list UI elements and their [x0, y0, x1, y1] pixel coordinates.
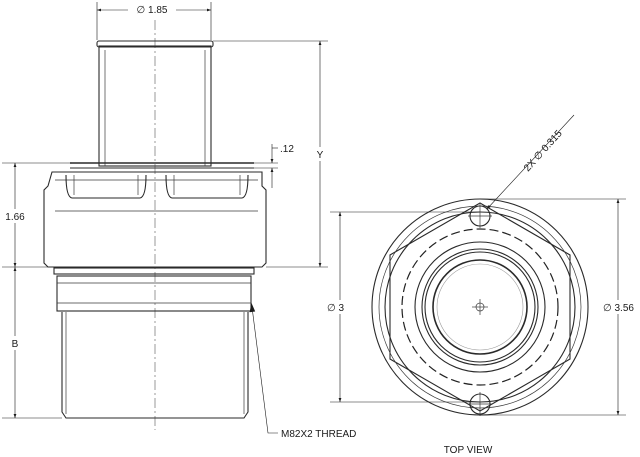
label-thread: M82X2 THREAD — [281, 429, 356, 440]
body — [43, 171, 267, 268]
thread-section — [56, 275, 252, 312]
label-dia-3: ∅ 3 — [327, 303, 344, 314]
label-height-b: B — [12, 339, 19, 350]
label-dia-top: ∅ 1.85 — [137, 5, 168, 16]
thread-shoulder — [53, 267, 255, 275]
label-height-166: 1.66 — [5, 212, 25, 223]
thread-leader — [251, 306, 278, 434]
holes-leader — [486, 114, 575, 210]
top-view: ∅ 3 ∅ 3.56 2X ∅ 0.315 TOP VIEW — [326, 114, 640, 456]
label-height-y: Y — [317, 150, 324, 161]
label-holes: 2X ∅ 0.315 — [522, 128, 565, 174]
side-view: ∅ 1.85 .12 Y 1.66 B M82X2 THREAD — [2, 2, 356, 440]
label-thickness: .12 — [280, 144, 294, 155]
bolt-circle — [401, 228, 559, 386]
label-dia-356: ∅ 3.56 — [603, 303, 634, 314]
label-view: TOP VIEW — [444, 445, 493, 456]
